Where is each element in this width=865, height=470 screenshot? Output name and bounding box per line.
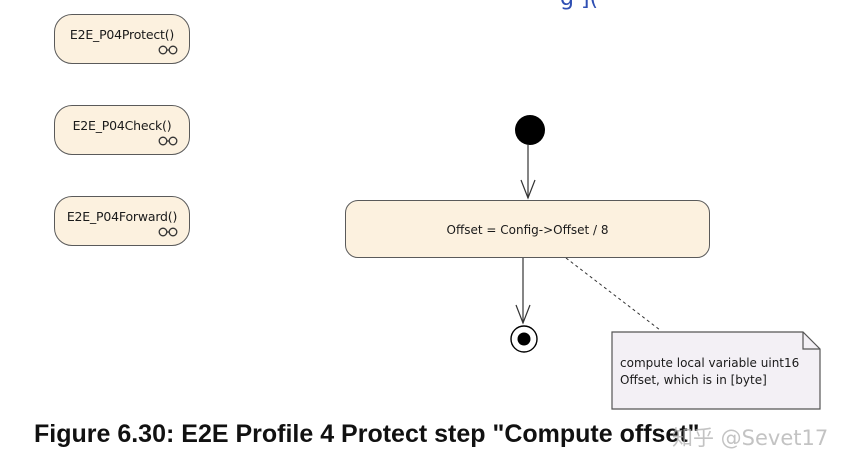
- rake-icon: [158, 227, 178, 237]
- rake-icon: [158, 45, 178, 55]
- header-fragment: g ](: [560, 0, 598, 11]
- activity-node-forward: E2E_P04Forward(): [54, 196, 190, 246]
- final-node-inner: [517, 332, 531, 346]
- note-box: [611, 331, 821, 410]
- initial-node: [515, 115, 545, 145]
- rake-icon: [158, 136, 178, 146]
- activity-label-forward: E2E_P04Forward(): [66, 209, 178, 224]
- activity-label-protect: E2E_P04Protect(): [69, 27, 175, 42]
- action-node-compute-offset: Offset = Config->Offset / 8: [345, 200, 710, 258]
- activity-label-check: E2E_P04Check(): [72, 118, 172, 133]
- note-text: compute local variable uint16 Offset, wh…: [620, 355, 815, 389]
- note-anchor: [565, 257, 661, 331]
- figure-caption: Figure 6.30: E2E Profile 4 Protect step …: [34, 420, 700, 448]
- note-fold: [802, 332, 820, 350]
- arrowhead: [520, 179, 536, 200]
- note-line-2: Offset, which is in [byte]: [620, 373, 767, 387]
- action-label: Offset = Config->Offset / 8: [446, 223, 609, 237]
- arrowhead: [515, 304, 531, 325]
- note-line-1: compute local variable uint16: [620, 356, 800, 370]
- activity-node-protect: E2E_P04Protect(): [54, 14, 190, 64]
- watermark: 知乎 @Sevet17: [672, 426, 829, 450]
- activity-node-check: E2E_P04Check(): [54, 105, 190, 155]
